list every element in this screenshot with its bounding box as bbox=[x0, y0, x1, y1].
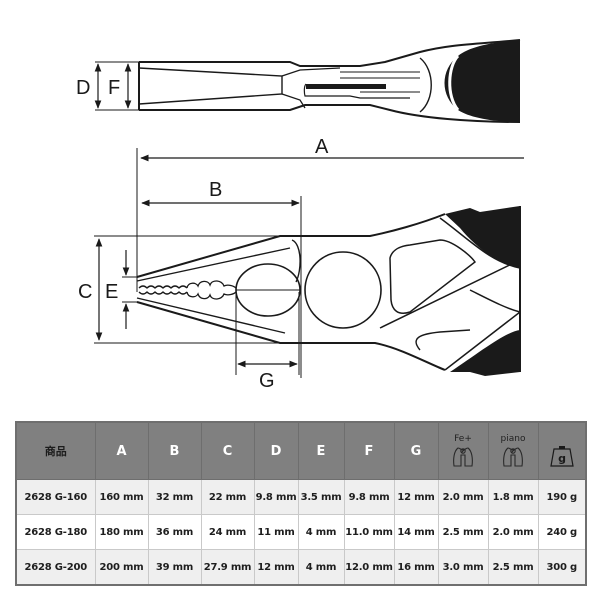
table-row: 2628 G-160 160 mm 32 mm 22 mm 9.8 mm 3.5… bbox=[15, 479, 587, 515]
cell-G: 16 mm bbox=[393, 549, 439, 586]
cell-product: 2628 G-200 bbox=[15, 549, 96, 586]
dim-label-G: G bbox=[259, 370, 275, 392]
cell-D: 11 mm bbox=[253, 514, 299, 550]
cell-F: 11.0 mm bbox=[343, 514, 395, 550]
header-D: D bbox=[253, 421, 299, 480]
header-piano: piano bbox=[487, 421, 539, 480]
svg-text:g: g bbox=[558, 452, 566, 465]
cell-piano: 2.0 mm bbox=[487, 514, 539, 550]
cell-fe: 3.0 mm bbox=[437, 549, 489, 586]
cell-fe: 2.5 mm bbox=[437, 514, 489, 550]
cell-B: 32 mm bbox=[147, 479, 202, 515]
cell-G: 14 mm bbox=[393, 514, 439, 550]
dim-label-D: D bbox=[76, 77, 90, 99]
header-piano-label: piano bbox=[500, 433, 526, 444]
cell-B: 36 mm bbox=[147, 514, 202, 550]
cell-E: 4 mm bbox=[297, 549, 345, 586]
header-product: 商品 bbox=[15, 421, 96, 480]
cell-product: 2628 G-180 bbox=[15, 514, 96, 550]
header-E: E bbox=[297, 421, 345, 480]
side-view bbox=[94, 148, 524, 378]
cell-A: 160 mm bbox=[94, 479, 149, 515]
header-F: F bbox=[343, 421, 395, 480]
table-header-row: 商品 A B C D E F G Fe+ piano bbox=[15, 421, 587, 480]
cell-product: 2628 G-160 bbox=[15, 479, 96, 515]
weight-icon: g bbox=[550, 446, 574, 467]
cell-piano: 2.5 mm bbox=[487, 549, 539, 586]
cell-C: 24 mm bbox=[200, 514, 255, 550]
cutting-edge-icon bbox=[503, 446, 523, 467]
cell-F: 12.0 mm bbox=[343, 549, 395, 586]
top-view bbox=[94, 39, 521, 123]
cell-B: 39 mm bbox=[147, 549, 202, 586]
cell-F: 9.8 mm bbox=[343, 479, 395, 515]
cell-weight: 240 g bbox=[537, 514, 587, 550]
cell-E: 3.5 mm bbox=[297, 479, 345, 515]
cell-weight: 190 g bbox=[537, 479, 587, 515]
header-fe-label: Fe+ bbox=[454, 433, 472, 444]
header-A: A bbox=[94, 421, 149, 480]
dim-label-B: B bbox=[209, 179, 222, 201]
table-row: 2628 G-180 180 mm 36 mm 24 mm 11 mm 4 mm… bbox=[15, 514, 587, 550]
cell-D: 12 mm bbox=[253, 549, 299, 586]
cell-G: 12 mm bbox=[393, 479, 439, 515]
table-row: 2628 G-200 200 mm 39 mm 27.9 mm 12 mm 4 … bbox=[15, 549, 587, 586]
cell-A: 200 mm bbox=[94, 549, 149, 586]
spec-table: 商品 A B C D E F G Fe+ piano bbox=[15, 421, 587, 586]
cutting-edge-icon bbox=[453, 446, 473, 467]
pliers-technical-drawing: D F bbox=[76, 39, 524, 392]
cell-E: 4 mm bbox=[297, 514, 345, 550]
header-fe: Fe+ bbox=[437, 421, 489, 480]
dim-label-E: E bbox=[105, 281, 118, 303]
header-C: C bbox=[200, 421, 255, 480]
dim-label-C: C bbox=[78, 281, 92, 303]
header-G: G bbox=[393, 421, 439, 480]
header-weight: g bbox=[537, 421, 587, 480]
cell-piano: 1.8 mm bbox=[487, 479, 539, 515]
cell-D: 9.8 mm bbox=[253, 479, 299, 515]
cell-weight: 300 g bbox=[537, 549, 587, 586]
dim-label-A: A bbox=[315, 136, 329, 158]
cell-C: 22 mm bbox=[200, 479, 255, 515]
cell-fe: 2.0 mm bbox=[437, 479, 489, 515]
cell-A: 180 mm bbox=[94, 514, 149, 550]
cell-C: 27.9 mm bbox=[200, 549, 255, 586]
dim-label-F: F bbox=[108, 77, 120, 99]
header-B: B bbox=[147, 421, 202, 480]
